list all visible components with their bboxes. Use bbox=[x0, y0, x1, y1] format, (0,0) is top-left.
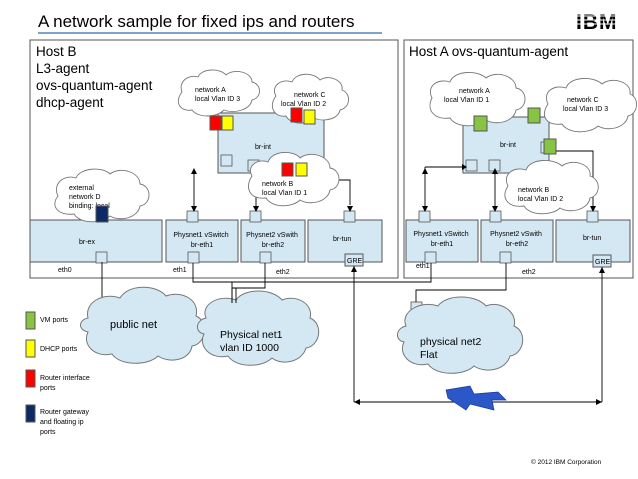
gre-tunnel-bolt-icon bbox=[445, 385, 507, 411]
legend-router-gateway-swatch bbox=[25, 404, 36, 423]
svg-text:public net: public net bbox=[110, 319, 157, 331]
host-a-br-int-label: br-int bbox=[500, 142, 516, 149]
host-a-gre-label: GRE bbox=[595, 259, 611, 266]
vm-port bbox=[543, 138, 557, 155]
host-b-eth2: eth2 bbox=[276, 269, 290, 276]
router-gateway-port bbox=[95, 205, 109, 223]
host-b-physnet1 bbox=[165, 219, 239, 263]
host-b-eth1: eth1 bbox=[173, 267, 187, 274]
host-b-physnet1-label: Physnet1 vSwitch br-eth1 bbox=[173, 232, 230, 249]
dhcp-port bbox=[221, 115, 234, 131]
dhcp-port bbox=[303, 109, 316, 125]
host-a-eth1: eth1 bbox=[416, 263, 430, 270]
host-b-br-ex-label: br-ex bbox=[79, 239, 95, 246]
ibm-logo: IBM bbox=[576, 11, 618, 34]
host-b-label: Host B L3-agent ovs-quantum-agent dhcp-a… bbox=[36, 44, 156, 110]
host-a-label: Host A ovs-quantum-agent bbox=[409, 44, 568, 59]
vm-port bbox=[527, 107, 541, 124]
host-b-br-int-label: br-int bbox=[255, 144, 271, 151]
physical-wiring-arrowheads bbox=[351, 266, 605, 405]
page-title: A network sample for fixed ips and route… bbox=[38, 12, 355, 31]
host-b-eth0: eth0 bbox=[58, 267, 72, 274]
host-a-physnet1 bbox=[405, 219, 479, 263]
host-a-physnet2-label: Physnet2 vSwith br-eth2 bbox=[490, 231, 544, 248]
public-net-cloud: public net bbox=[80, 286, 206, 364]
dhcp-port bbox=[295, 162, 308, 177]
logo-stripes bbox=[572, 15, 626, 25]
copyright: © 2012 IBM Corporation bbox=[531, 458, 602, 466]
legend-dhcp-swatch bbox=[25, 339, 36, 358]
host-a-physnet2 bbox=[480, 219, 554, 263]
svg-text:DHCP ports: DHCP ports bbox=[40, 346, 78, 353]
host-b-br-tun-label: br-tun bbox=[333, 236, 351, 243]
vm-port bbox=[473, 115, 488, 132]
host-b-gre-label: GRE bbox=[347, 258, 363, 265]
svg-text:VM ports: VM ports bbox=[40, 317, 69, 324]
host-b-physnet2 bbox=[240, 219, 306, 263]
legend-router-interface-swatch bbox=[25, 369, 36, 388]
legend-vm-swatch bbox=[25, 311, 36, 330]
host-a-physnet1-label: Physnet1 vSwitch br-eth1 bbox=[413, 231, 470, 248]
router-interface-port bbox=[281, 162, 294, 177]
host-a-eth2: eth2 bbox=[522, 269, 536, 276]
router-interface-port bbox=[290, 107, 303, 123]
host-b-physnet2-label: Physnet2 vSwith br-eth2 bbox=[246, 232, 300, 249]
host-a-br-tun-label: br-tun bbox=[583, 235, 601, 242]
router-interface-port bbox=[209, 115, 222, 131]
